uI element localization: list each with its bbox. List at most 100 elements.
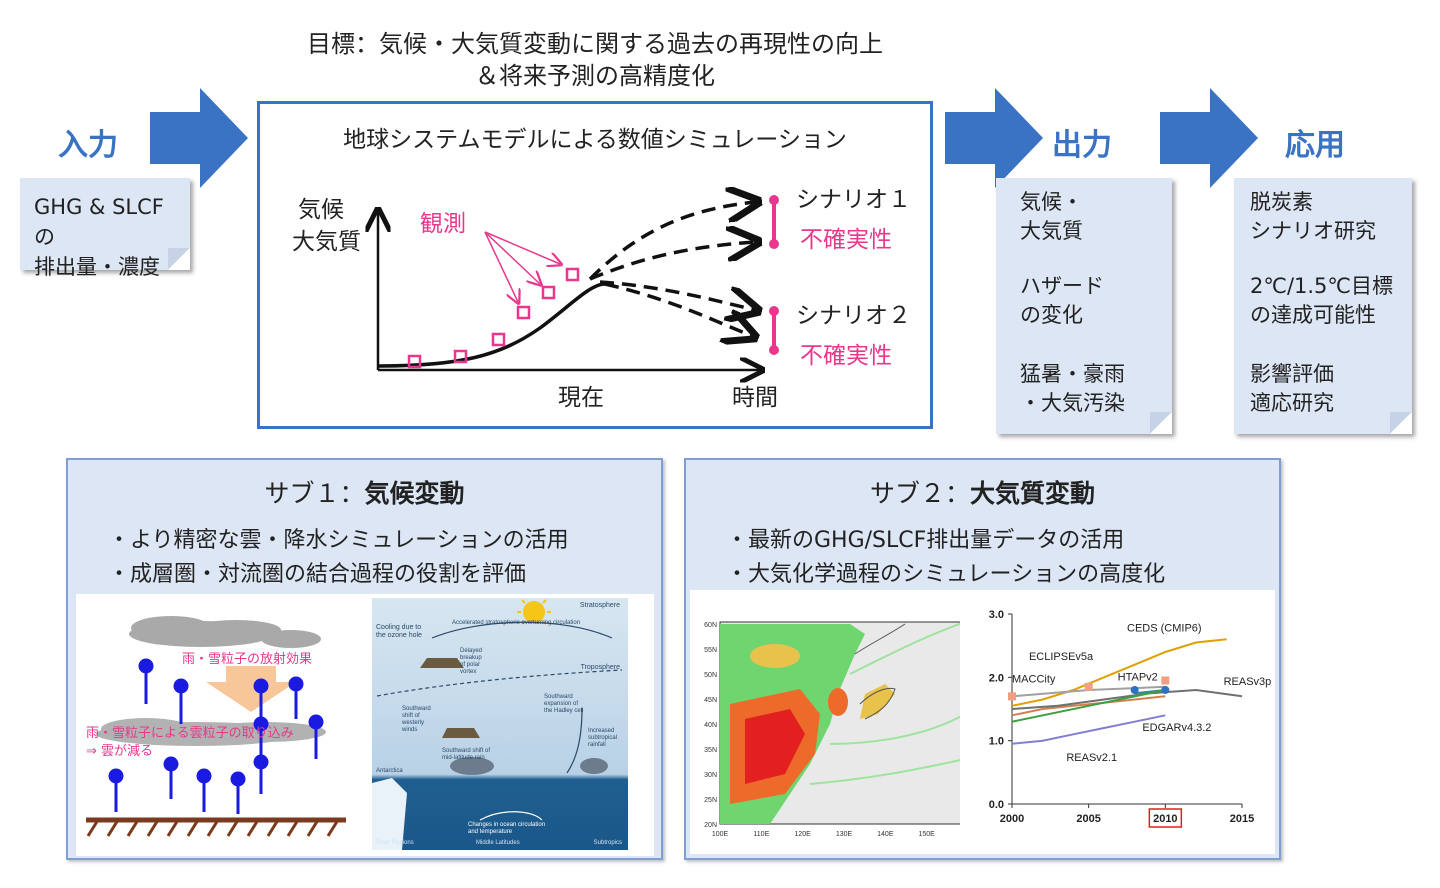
map-lon-label: 140E xyxy=(877,831,894,838)
application-item: シナリオ研究 xyxy=(1250,219,1376,243)
input-note-line-1: GHG & SLCFの xyxy=(34,195,164,249)
label-subtropics: Subtropics xyxy=(593,840,622,846)
future-path-4 xyxy=(604,282,752,336)
rain-cloud xyxy=(450,757,608,775)
map-lon-label: 120E xyxy=(794,831,811,838)
label-accelerated: Accelerated stratospheric overturning ci… xyxy=(452,620,581,626)
y-axis-label: 気候 大気質 xyxy=(292,194,361,258)
application-item: 適応研究 xyxy=(1250,391,1334,415)
output-item: ・大気汚染 xyxy=(1020,391,1125,415)
stratosphere-figure: Stratosphere Troposphere Cooling due to … xyxy=(372,598,628,850)
iceberg-shape xyxy=(372,778,407,850)
series-label: EDGARv4.3.2 xyxy=(1142,722,1211,734)
label-stratosphere: Stratosphere xyxy=(579,602,620,609)
chart-y-tick-label: 1.0 xyxy=(989,736,1004,748)
uncertainty-2-label: 不確実性 xyxy=(800,343,892,369)
obs-marker xyxy=(407,354,422,369)
series-label: REASv2.1 xyxy=(1066,752,1117,764)
series-line xyxy=(1011,689,1166,723)
sub1-bullet-1: ・より精密な雲・降水シミュレーションの活用 xyxy=(108,528,569,553)
data-marker xyxy=(1008,692,1016,701)
sub2-bullet-2: ・大気化学過程のシミュレーションの高度化 xyxy=(726,562,1166,587)
cloud-upper xyxy=(129,616,321,648)
cloud-label-1: 雨・雪粒子の放射効果 xyxy=(182,652,313,667)
obs-pointer xyxy=(484,231,518,302)
series-line xyxy=(1011,688,1243,710)
future-path-3 xyxy=(599,280,755,310)
label-antarctica: Antarctica xyxy=(376,768,403,774)
cloud-lower xyxy=(96,718,326,746)
sub1-title: サブ１：気候変動 xyxy=(264,479,465,508)
future-path-1 xyxy=(588,202,755,281)
sun-icon xyxy=(523,601,545,623)
series-label: ECLIPSEv5a xyxy=(1029,651,1094,663)
flow-arrows xyxy=(150,88,1258,188)
label-polar: Polar Regions xyxy=(376,840,414,846)
chart-y-tick-label: 2.0 xyxy=(989,672,1004,684)
x-label-time: 時間 xyxy=(732,385,778,411)
sub1-bullet-2: ・成層圏・対流圏の結合過程の役割を評価 xyxy=(108,562,527,587)
cloud-label-3: ⇒ 雲が減る xyxy=(86,744,154,759)
series-line xyxy=(1011,695,1166,717)
obs-marker xyxy=(541,285,556,300)
series-label: MACCity xyxy=(1012,673,1056,685)
chart-x-tick-label: 2000 xyxy=(1000,813,1024,825)
cloud-label-2: 雨・雪粒子による雲粒子の取り込み xyxy=(86,726,294,741)
vortex-shape xyxy=(420,658,464,668)
map-lat-label: 25N xyxy=(704,797,717,804)
input-note: GHG & SLCFの 排出量・濃度 xyxy=(20,178,190,279)
scenario-1-label: シナリオ１ xyxy=(796,187,911,213)
map-lat-label: 20N xyxy=(704,822,717,829)
data-marker xyxy=(1161,676,1170,685)
chart-x-tick-label: 2010 xyxy=(1153,813,1177,825)
map-lon-label: 100E xyxy=(712,831,729,838)
label-midlat: Middle Latitudes xyxy=(476,840,520,846)
application-note: 脱炭素 シナリオ研究 2℃/1.5℃目標 の達成可能性 影響評価 適応研究 xyxy=(1234,178,1412,434)
goal-line-1: 目標：気候・大気質変動に関する過去の再現性の向上 xyxy=(307,30,883,58)
map-lat-label: 55N xyxy=(704,647,717,654)
ground xyxy=(86,817,346,837)
application-heading: 応用 xyxy=(1285,129,1345,162)
radiation-arrow xyxy=(206,666,296,712)
output-note: 気候・ 大気質 ハザード の変化 猛暑・豪雨 ・大気汚染 xyxy=(996,178,1172,434)
scenario-2-label: シナリオ２ xyxy=(796,303,911,329)
history-curve xyxy=(377,282,606,368)
obs-label: 観測 xyxy=(420,211,466,237)
series-label: REASv3p xyxy=(1224,676,1272,688)
arrow-model-to-output xyxy=(945,88,1043,188)
application-item: の達成可能性 xyxy=(1250,303,1376,327)
x-label-now: 現在 xyxy=(558,385,604,411)
sub2-bullet-1: ・最新のGHG/SLCF排出量データの活用 xyxy=(726,528,1125,553)
map-lon-labels: 100E110E120E130E140E150E160E xyxy=(712,831,960,838)
output-item: の変化 xyxy=(1020,303,1083,327)
label-cooling-2: the ozone hole xyxy=(376,632,422,639)
map-lon-label: 150E xyxy=(918,831,935,838)
output-item: 猛暑・豪雨 xyxy=(1020,362,1125,386)
series-line xyxy=(1011,714,1166,745)
data-marker xyxy=(1084,682,1093,691)
obs-pointer xyxy=(484,231,560,264)
chart-x-tick-label: 2015 xyxy=(1230,813,1254,825)
sub2-title: サブ２：大気質変動 xyxy=(869,479,1096,508)
map-lat-label: 35N xyxy=(704,747,717,754)
label-cooling-1: Cooling due to xyxy=(376,624,422,631)
map-lon-label: 130E xyxy=(836,831,853,838)
series-label: CEDS (CMIP6) xyxy=(1127,623,1202,635)
future-path-2 xyxy=(589,242,755,281)
y-label-line-2: 大気質 xyxy=(292,229,361,255)
label-troposphere: Troposphere xyxy=(580,664,620,671)
application-item: 2℃/1.5℃目標 xyxy=(1250,274,1394,298)
obs-marker xyxy=(516,305,531,320)
simulation-sketch xyxy=(260,104,779,426)
obs-pointer xyxy=(484,231,540,284)
output-item: 気候・ xyxy=(1020,190,1083,214)
obs-marker xyxy=(453,349,468,364)
map-lat-label: 45N xyxy=(704,697,717,704)
series-label: HTAPv2 xyxy=(1118,672,1158,684)
